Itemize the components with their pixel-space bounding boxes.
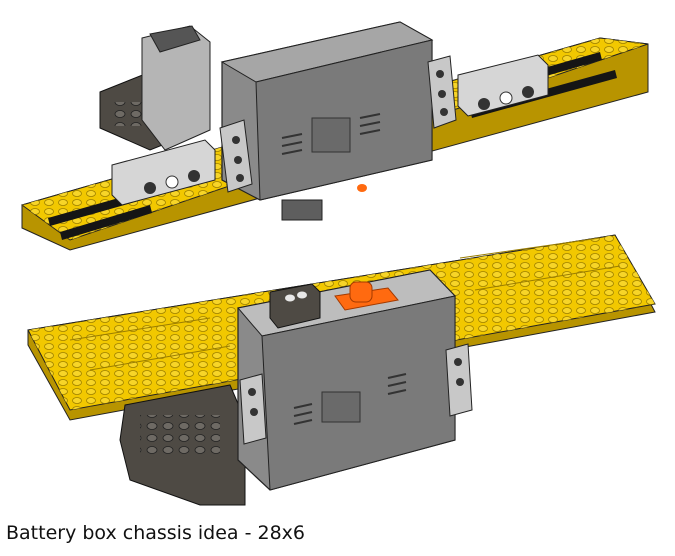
- bottom-chassis-model: [27, 234, 656, 506]
- bottom-technic-beam-right: [445, 343, 473, 417]
- top-technic-beam-left: [219, 119, 253, 193]
- top-gray-tower: [141, 25, 211, 151]
- top-battery-box: [220, 21, 434, 221]
- bottom-power-switch: [269, 281, 399, 329]
- top-technic-brick-left: [111, 139, 216, 206]
- image-caption: Battery box chassis idea - 28x6: [6, 522, 306, 544]
- bottom-technic-beam-left: [239, 373, 267, 445]
- top-technic-beam-right: [427, 55, 457, 129]
- render-illustration: [20, 21, 656, 506]
- top-chassis-model: [20, 21, 649, 251]
- top-rail-left-2: [60, 205, 152, 240]
- bottom-dark-bricks: [119, 384, 246, 506]
- top-technic-brick-right: [457, 54, 549, 117]
